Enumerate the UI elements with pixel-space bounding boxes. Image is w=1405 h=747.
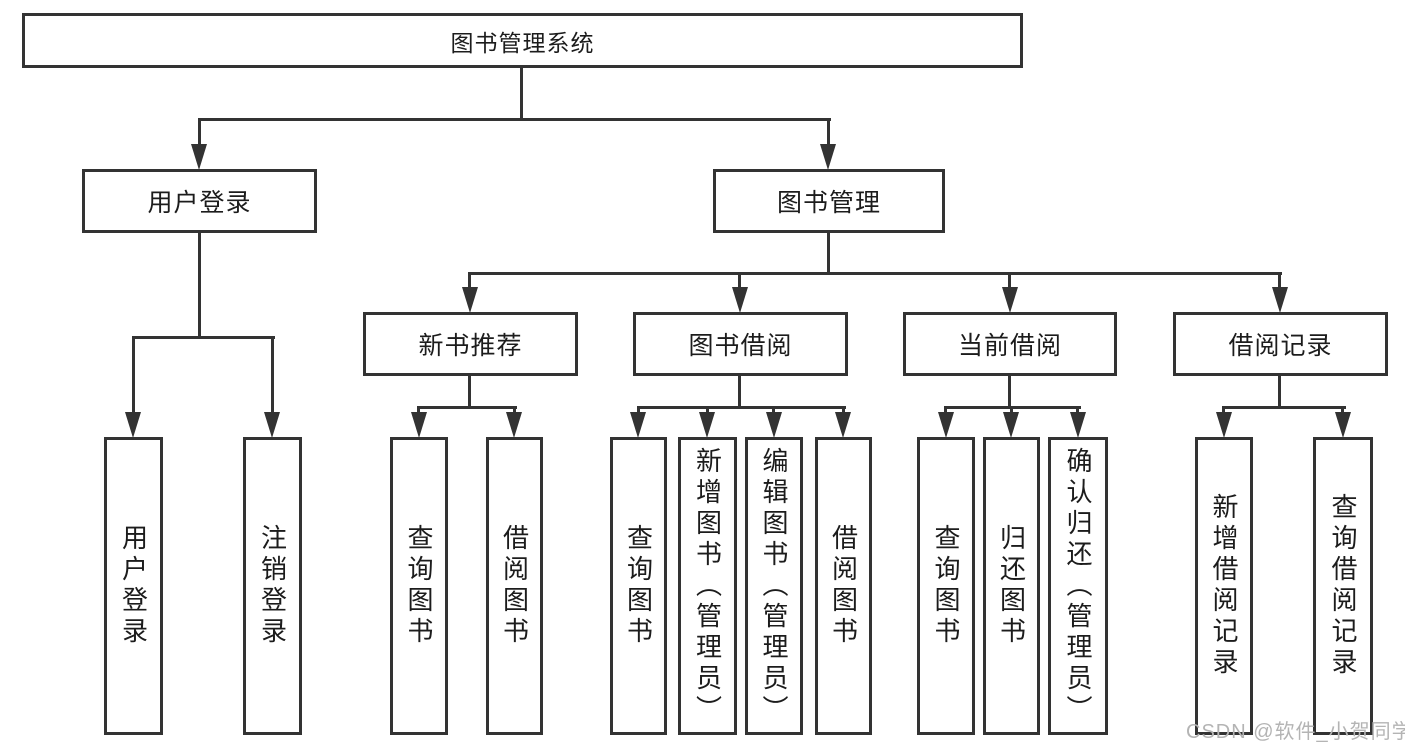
connector-line bbox=[198, 231, 201, 338]
connector-line bbox=[468, 374, 471, 408]
node-borrow-records-label: 借阅记录 bbox=[1228, 332, 1333, 360]
connector-line bbox=[1278, 272, 1281, 292]
node-book-borrow-label: 图书借阅 bbox=[688, 332, 793, 360]
arrow-down-icon bbox=[125, 412, 141, 438]
csdn-watermark: CSDN @软件_小贺同学 bbox=[1186, 721, 1405, 743]
connector-line bbox=[738, 272, 741, 292]
arrow-down-icon bbox=[732, 287, 748, 313]
node-current-borrow-label: 当前借阅 bbox=[957, 332, 1062, 360]
leaf-borrow-borrow: 借阅图书 bbox=[815, 437, 872, 735]
arrow-down-icon bbox=[1003, 412, 1019, 438]
node-book-mgmt-label: 图书管理 bbox=[776, 189, 881, 217]
leaf-current-return-label: 归还图书 bbox=[996, 524, 1027, 648]
arrow-down-icon bbox=[1216, 412, 1232, 438]
arrow-down-icon bbox=[766, 412, 782, 438]
arrow-down-icon bbox=[820, 144, 836, 170]
node-book-borrow: 图书借阅 bbox=[633, 312, 848, 376]
leaf-records-add: 新增借阅记录 bbox=[1195, 437, 1253, 735]
connector-line bbox=[271, 336, 274, 414]
leaf-newbooks-query-label: 查询图书 bbox=[404, 524, 434, 648]
arrow-down-icon bbox=[1272, 287, 1288, 313]
leaf-records-add-label: 新增借阅记录 bbox=[1209, 493, 1239, 679]
connector-line bbox=[772, 406, 775, 416]
leaf-current-query: 查询图书 bbox=[917, 437, 975, 735]
arrow-down-icon bbox=[1070, 412, 1086, 438]
leaf-records-query: 查询借阅记录 bbox=[1313, 437, 1373, 735]
arrow-down-icon bbox=[699, 412, 715, 438]
connector-line bbox=[417, 406, 420, 416]
connector-line bbox=[513, 406, 516, 416]
connector-line bbox=[1008, 374, 1011, 408]
leaf-current-return: 归还图书 bbox=[983, 437, 1040, 735]
leaf-records-query-label: 查询借阅记录 bbox=[1328, 493, 1358, 679]
arrow-down-icon bbox=[264, 412, 280, 438]
arrow-down-icon bbox=[411, 412, 427, 438]
connector-line bbox=[132, 336, 135, 414]
connector-line bbox=[520, 66, 523, 120]
leaf-newbooks-borrow-label: 借阅图书 bbox=[499, 524, 530, 648]
connector-line bbox=[1222, 406, 1346, 409]
connector-line bbox=[198, 118, 201, 148]
leaf-borrow-edit: 编辑图书（管理员） bbox=[745, 437, 803, 735]
leaf-borrow-edit-label: 编辑图书（管理员） bbox=[759, 446, 789, 726]
connector-line bbox=[827, 231, 830, 275]
arrow-down-icon bbox=[835, 412, 851, 438]
connector-line bbox=[1341, 406, 1344, 416]
connector-line bbox=[944, 406, 947, 416]
node-new-books-label: 新书推荐 bbox=[418, 332, 523, 360]
leaf-current-confirm: 确认归还（管理员） bbox=[1048, 437, 1108, 735]
node-root: 图书管理系统 bbox=[22, 13, 1023, 68]
connector-line bbox=[1076, 406, 1079, 416]
leaf-newbooks-query: 查询图书 bbox=[390, 437, 448, 735]
arrow-down-icon bbox=[1002, 287, 1018, 313]
leaf-borrow-add: 新增图书（管理员） bbox=[678, 437, 737, 735]
node-root-label: 图书管理系统 bbox=[450, 29, 595, 56]
connector-line bbox=[198, 118, 831, 121]
leaf-borrow-borrow-label: 借阅图书 bbox=[828, 524, 859, 648]
node-book-mgmt: 图书管理 bbox=[713, 169, 945, 233]
leaf-borrow-query: 查询图书 bbox=[610, 437, 667, 735]
connector-line bbox=[1008, 272, 1011, 292]
arrow-down-icon bbox=[462, 287, 478, 313]
leaf-logout: 注销登录 bbox=[243, 437, 302, 735]
connector-line bbox=[468, 272, 471, 292]
node-user-login: 用户登录 bbox=[82, 169, 317, 233]
leaf-user-login: 用户登录 bbox=[104, 437, 163, 735]
node-borrow-records: 借阅记录 bbox=[1173, 312, 1388, 376]
connector-line bbox=[637, 406, 846, 409]
connector-line bbox=[1278, 374, 1281, 408]
leaf-newbooks-borrow: 借阅图书 bbox=[486, 437, 543, 735]
arrow-down-icon bbox=[1335, 412, 1351, 438]
connector-line bbox=[738, 374, 741, 408]
node-user-login-label: 用户登录 bbox=[147, 189, 252, 217]
connector-line bbox=[637, 406, 640, 416]
arrow-down-icon bbox=[938, 412, 954, 438]
connector-line bbox=[827, 118, 830, 148]
connector-line bbox=[418, 406, 517, 409]
connector-line bbox=[468, 272, 1282, 275]
leaf-current-query-label: 查询图书 bbox=[931, 524, 961, 648]
connector-line bbox=[842, 406, 845, 416]
connector-line bbox=[1222, 406, 1225, 416]
connector-line bbox=[706, 406, 709, 416]
arrow-down-icon bbox=[191, 144, 207, 170]
connector-line bbox=[132, 336, 275, 339]
node-new-books: 新书推荐 bbox=[363, 312, 578, 376]
connector-line bbox=[1010, 406, 1013, 416]
arrow-down-icon bbox=[506, 412, 522, 438]
leaf-borrow-add-label: 新增图书（管理员） bbox=[692, 446, 723, 726]
leaf-logout-label: 注销登录 bbox=[257, 524, 288, 648]
node-current-borrow: 当前借阅 bbox=[903, 312, 1117, 376]
leaf-current-confirm-label: 确认归还（管理员） bbox=[1063, 446, 1093, 726]
leaf-user-login-label: 用户登录 bbox=[118, 524, 149, 648]
leaf-borrow-query-label: 查询图书 bbox=[623, 524, 654, 648]
arrow-down-icon bbox=[630, 412, 646, 438]
